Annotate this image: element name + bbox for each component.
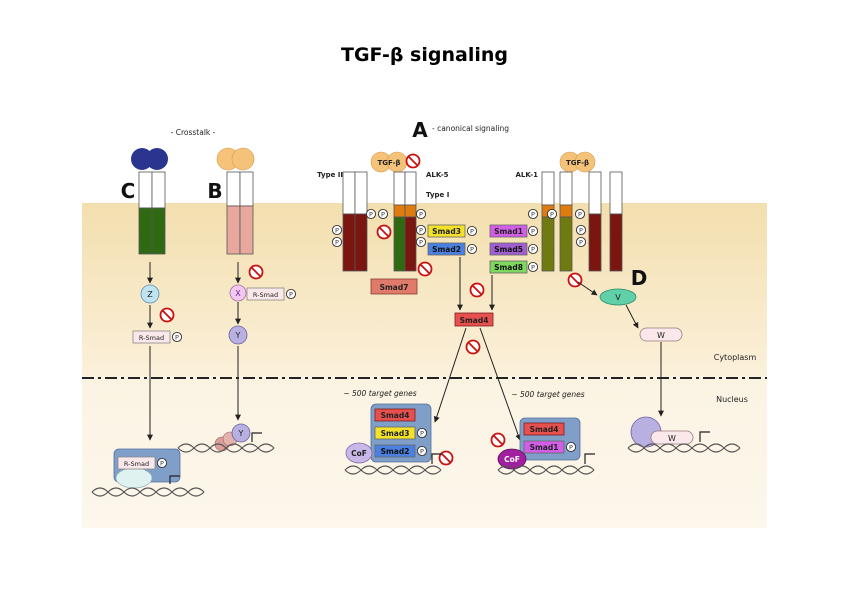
smad5-box: Smad5	[489, 242, 539, 256]
svg-text:X: X	[235, 289, 241, 298]
canonical-heading: - canonical signaling	[432, 124, 509, 133]
svg-text:Smad4: Smad4	[460, 316, 489, 325]
r-smad-c: R-Smad	[132, 330, 183, 344]
receptor-c	[131, 148, 168, 255]
section-a-letter: A	[412, 118, 428, 142]
svg-text:Smad1: Smad1	[530, 443, 559, 452]
inhibitor-icon	[490, 432, 506, 448]
inhibitor-icon	[248, 264, 264, 280]
target-genes-label-left: ~ 500 target genes	[343, 389, 416, 398]
nuclear-complex-c: R-Smad	[113, 448, 181, 489]
smad1-box: Smad1	[489, 224, 539, 238]
dna-c	[91, 475, 205, 497]
svg-text:R-Smad: R-Smad	[139, 334, 164, 342]
svg-text:Smad8: Smad8	[494, 263, 523, 272]
svg-text:Smad3: Smad3	[381, 429, 410, 438]
protein-w: W	[639, 327, 683, 342]
dna-left	[344, 453, 442, 475]
svg-text:CoF: CoF	[504, 455, 520, 464]
svg-text:Smad5: Smad5	[494, 245, 523, 254]
receptor-type2-alk1	[575, 171, 623, 272]
svg-text:Z: Z	[147, 290, 153, 299]
target-genes-label-right: ~ 500 target genes	[511, 390, 584, 399]
smad-complex-right: Smad4 Smad1	[519, 417, 581, 461]
nucleus-label: Nucleus	[716, 395, 748, 404]
svg-text:Smad2: Smad2	[432, 245, 461, 254]
section-b-letter: B	[207, 179, 222, 203]
svg-text:W: W	[657, 331, 665, 340]
svg-text:R-Smad: R-Smad	[253, 291, 278, 299]
ligand-tgfb-a: TGF-β	[370, 151, 408, 173]
alk1-label: ALK-1	[516, 171, 539, 179]
inhibitor-icon	[159, 307, 175, 323]
smad2-box: Smad2	[427, 242, 478, 256]
dna-right	[497, 453, 595, 475]
inhibitor-icon	[376, 224, 392, 240]
inhibitor-icon	[469, 282, 485, 298]
receptor-alk1	[527, 171, 586, 272]
smad4-box-cyto: Smad4	[454, 312, 494, 327]
svg-text:Y: Y	[235, 331, 241, 340]
protein-v: V	[599, 288, 637, 306]
svg-text:Smad4: Smad4	[530, 425, 559, 434]
smad8-box: Smad8	[489, 260, 539, 274]
cofactor-left: CoF	[345, 442, 373, 464]
protein-z: Z	[140, 284, 160, 304]
r-smad-b: R-Smad	[246, 287, 297, 301]
protein-y: Y	[228, 325, 248, 345]
smad3-box: Smad3	[427, 224, 478, 238]
nuclear-complex-d: W	[630, 416, 694, 448]
inhibitor-icon	[405, 153, 421, 169]
svg-text:Smad4: Smad4	[381, 411, 410, 420]
inhibitor-icon	[417, 261, 433, 277]
smad7-box: Smad7	[370, 278, 418, 295]
ligand-tgfb-alk1: TGF-β	[559, 151, 596, 173]
cytoplasm-label: Cytoplasm	[714, 353, 757, 362]
type1-label: Type I	[426, 191, 449, 199]
svg-text:R-Smad: R-Smad	[124, 460, 149, 468]
svg-text:Smad7: Smad7	[380, 283, 409, 292]
type2-label: Type II	[317, 171, 343, 179]
svg-text:Smad2: Smad2	[381, 447, 410, 456]
inhibitor-icon	[465, 339, 481, 355]
receptor-alk5	[377, 171, 427, 272]
inhibitor-icon	[567, 272, 583, 288]
svg-text:V: V	[615, 293, 621, 302]
receptor-b	[216, 147, 255, 255]
section-d-letter: D	[631, 266, 648, 290]
protein-x: X	[229, 284, 247, 302]
svg-text:TGF-β: TGF-β	[566, 159, 589, 167]
svg-text:Smad1: Smad1	[494, 227, 523, 236]
alk5-label: ALK-5	[426, 171, 449, 179]
crosstalk-heading: - Crosstalk -	[171, 128, 216, 137]
svg-text:W: W	[668, 434, 676, 443]
receptor-type2-a	[331, 171, 377, 272]
dna-d	[627, 431, 741, 453]
svg-text:TGF-β: TGF-β	[377, 159, 400, 167]
svg-text:CoF: CoF	[351, 449, 367, 458]
svg-text:Smad3: Smad3	[432, 227, 461, 236]
page-title: TGF-β signaling	[341, 44, 508, 66]
svg-text:Y: Y	[238, 429, 244, 438]
smad-complex-left: Smad4 Smad3 Smad2	[370, 403, 432, 463]
section-c-letter: C	[121, 179, 136, 203]
dna-b	[177, 432, 275, 453]
